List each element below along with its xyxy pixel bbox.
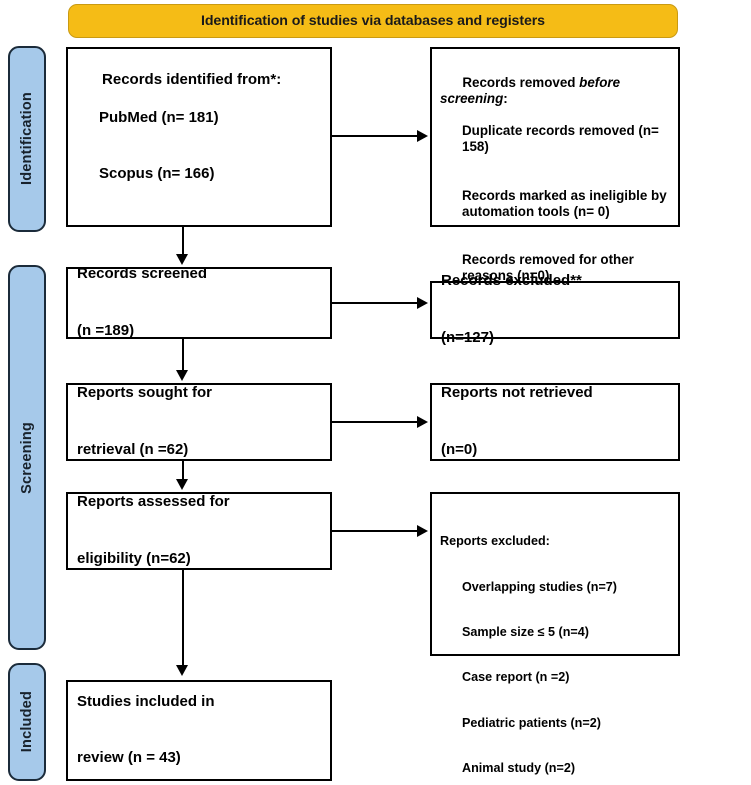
box-reports-excluded-reasons: Reports excluded: Overlapping studies (n… (430, 492, 680, 775)
records-removed-heading-post: : (503, 91, 508, 107)
stage-rail-screening-label: Screening (19, 421, 35, 494)
box-studies-included-in-review: Studies included in review (n = 43) (66, 680, 332, 781)
records-excluded-line-1: Records excluded** (441, 272, 582, 290)
box-studies-included-text: Studies included in review (n = 43) (68, 655, 330, 785)
connector-assessed-to-included (182, 570, 184, 667)
reports-excluded-heading: Reports excluded: (440, 534, 550, 549)
connector-sought-to-not-retrieved (332, 421, 419, 423)
records-removed-heading-pre: Records removed (462, 75, 580, 91)
records-screened-line-2: (n =189) (77, 321, 135, 339)
reports-excluded-reason-1: Overlapping studies (n=7) (462, 579, 618, 594)
reports-excluded-reason-5: Animal study (n=2) (462, 760, 576, 775)
reports-not-retrieved-line-1: Reports not retrieved (441, 384, 593, 402)
diagram-header-banner: Identification of studies via databases … (68, 4, 678, 38)
box-records-removed-text: Records removed before screening: Duplic… (432, 49, 678, 316)
box-reports-assessed-text: Reports assessed for eligibility (n=62) (68, 455, 330, 606)
box-records-screened: Records screened (n =189) (66, 265, 332, 339)
stage-rail-included: Included (8, 663, 46, 781)
connector-sought-to-assessed (182, 461, 184, 481)
reports-not-retrieved-line-2: (n=0) (441, 440, 478, 458)
stage-rail-screening: Screening (8, 265, 46, 650)
reports-sought-line-1: Reports sought for (77, 384, 212, 402)
reports-assessed-line-2: eligibility (n=62) (77, 549, 191, 567)
reports-excluded-reason-4: Pediatric patients (n=2) (462, 715, 601, 730)
studies-included-line-1: Studies included in (77, 692, 215, 710)
reports-excluded-reason-3: Case report (n =2) (462, 670, 570, 685)
box-reports-sought-for-retrieval: Reports sought for retrieval (n =62) (66, 383, 332, 461)
box-reports-not-retrieved: Reports not retrieved (n=0) (430, 383, 680, 461)
connector-screened-to-excluded (332, 302, 419, 304)
stage-rail-identification: Identification (8, 46, 46, 232)
arrowhead-down-to-assessed (176, 479, 188, 490)
arrowhead-down-to-screened (176, 254, 188, 265)
arrowhead-right-to-reports-excluded (417, 525, 428, 537)
box-records-identified: Records identified from*: PubMed (n= 181… (66, 47, 332, 227)
box-records-excluded: Records excluded** (n=127) (430, 272, 680, 346)
box-records-screened-text: Records screened (n =189) (68, 227, 330, 378)
box-reports-sought-text: Reports sought for retrieval (n =62) (68, 346, 330, 497)
reports-excluded-reason-2: Sample size ≤ 5 (n=4) (462, 624, 589, 639)
records-screened-line-1: Records screened (77, 265, 208, 283)
box-records-identified-text: Records identified from*: PubMed (n= 181… (68, 52, 330, 222)
connector-identified-to-removed (332, 135, 419, 137)
diagram-header-title: Identification of studies via databases … (201, 13, 545, 29)
arrowhead-right-to-removed (417, 130, 428, 142)
records-identified-source-1: PubMed (n= 181) (99, 108, 219, 126)
records-removed-heading-italic: before screening (440, 75, 624, 107)
box-reports-assessed-for-eligibility: Reports assessed for eligibility (n=62) (66, 492, 332, 570)
box-records-removed-before-screening: Records removed before screening: Duplic… (430, 47, 680, 283)
reports-sought-line-2: retrieval (n =62) (77, 440, 189, 458)
box-reports-not-retrieved-text: Reports not retrieved (n=0) (432, 346, 678, 497)
studies-included-line-2: review (n = 43) (77, 749, 181, 767)
records-removed-reason-2: Records marked as ineligible by automati… (462, 187, 671, 219)
records-removed-reason-3: Records removed for other reasons (n=0) (462, 251, 638, 284)
arrowhead-down-to-sought (176, 370, 188, 381)
box-records-excluded-text: Records excluded** (n=127) (432, 234, 678, 385)
connector-identified-to-screened (182, 227, 184, 256)
records-identified-heading: Records identified from*: (102, 70, 282, 88)
reports-assessed-line-1: Reports assessed for (77, 493, 230, 511)
stage-rail-identification-label: Identification (19, 92, 35, 186)
arrowhead-right-to-excluded (417, 297, 428, 309)
records-excluded-line-2: (n=127) (441, 328, 494, 346)
arrowhead-down-to-included (176, 665, 188, 676)
box-reports-excluded-reasons-text: Reports excluded: Overlapping studies (n… (432, 494, 678, 785)
connector-screened-to-sought (182, 339, 184, 372)
stage-rail-included-label: Included (19, 691, 35, 753)
records-identified-source-2: Scopus (n= 166) (99, 165, 215, 183)
records-removed-reason-1: Duplicate records removed (n= 158) (462, 123, 663, 155)
arrowhead-right-to-not-retrieved (417, 416, 428, 428)
connector-assessed-to-reports-excluded (332, 530, 419, 532)
